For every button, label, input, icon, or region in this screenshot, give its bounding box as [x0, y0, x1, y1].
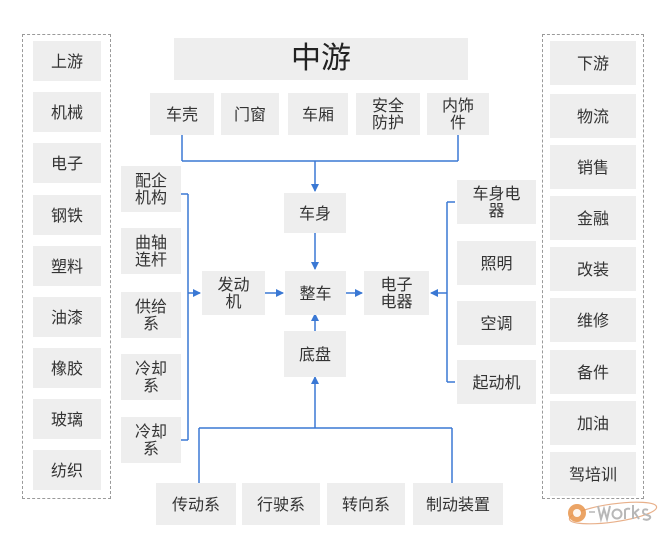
chassis-block: 底盘 — [284, 331, 346, 377]
left-part-1: 配企 机构 — [121, 166, 181, 212]
downstream-item-9: 驾培训 — [550, 452, 636, 496]
bottom-part-4: 制动装置 — [413, 483, 503, 525]
engine-block: 发动 机 — [202, 271, 265, 315]
downstream-item-1: 下游 — [550, 41, 636, 85]
upstream-item-1: 上游 — [33, 41, 101, 81]
downstream-group — [542, 34, 644, 499]
upstream-item-9: 纺织 — [33, 450, 101, 490]
upstream-item-8: 玻璃 — [33, 399, 101, 439]
downstream-item-3: 销售 — [550, 145, 636, 189]
upstream-item-2: 机械 — [33, 92, 101, 132]
upstream-item-3: 电子 — [33, 143, 101, 183]
electrical-block: 电子 电器 — [364, 271, 429, 315]
top-part-4: 安全 防护 — [356, 93, 420, 135]
right-part-4: 起动机 — [457, 360, 536, 404]
downstream-item-7: 备件 — [550, 350, 636, 394]
downstream-item-5: 改装 — [550, 247, 636, 291]
upstream-item-6: 油漆 — [33, 297, 101, 337]
left-part-2: 曲轴 连杆 — [121, 228, 181, 274]
top-part-3: 车厢 — [288, 93, 348, 135]
midstream-title: 中游 — [174, 38, 468, 80]
left-part-5: 冷却 系 — [121, 417, 181, 463]
downstream-item-2: 物流 — [550, 94, 636, 138]
vehicle-block: 整车 — [285, 271, 346, 315]
downstream-item-6: 维修 — [550, 298, 636, 342]
top-part-2: 门窗 — [221, 93, 279, 135]
right-part-3: 空调 — [457, 301, 536, 345]
upstream-item-4: 钢铁 — [33, 195, 101, 235]
bottom-part-1: 传动系 — [156, 483, 236, 525]
right-part-2: 照明 — [457, 241, 536, 285]
body-block: 车身 — [284, 193, 346, 233]
e-works-logo-icon — [568, 501, 658, 525]
upstream-group — [22, 34, 111, 499]
bottom-part-2: 行驶系 — [242, 483, 320, 525]
upstream-item-7: 橡胶 — [33, 348, 101, 388]
left-part-4: 冷却 系 — [121, 354, 181, 400]
top-part-1: 车壳 — [150, 93, 214, 135]
downstream-item-4: 金融 — [550, 196, 636, 240]
right-part-1: 车身电 器 — [457, 180, 536, 224]
left-part-3: 供给 系 — [121, 292, 181, 338]
bottom-part-3: 转向系 — [327, 483, 405, 525]
top-part-5: 内饰 件 — [427, 93, 489, 135]
upstream-item-5: 塑料 — [33, 246, 101, 286]
downstream-item-8: 加油 — [550, 401, 636, 445]
